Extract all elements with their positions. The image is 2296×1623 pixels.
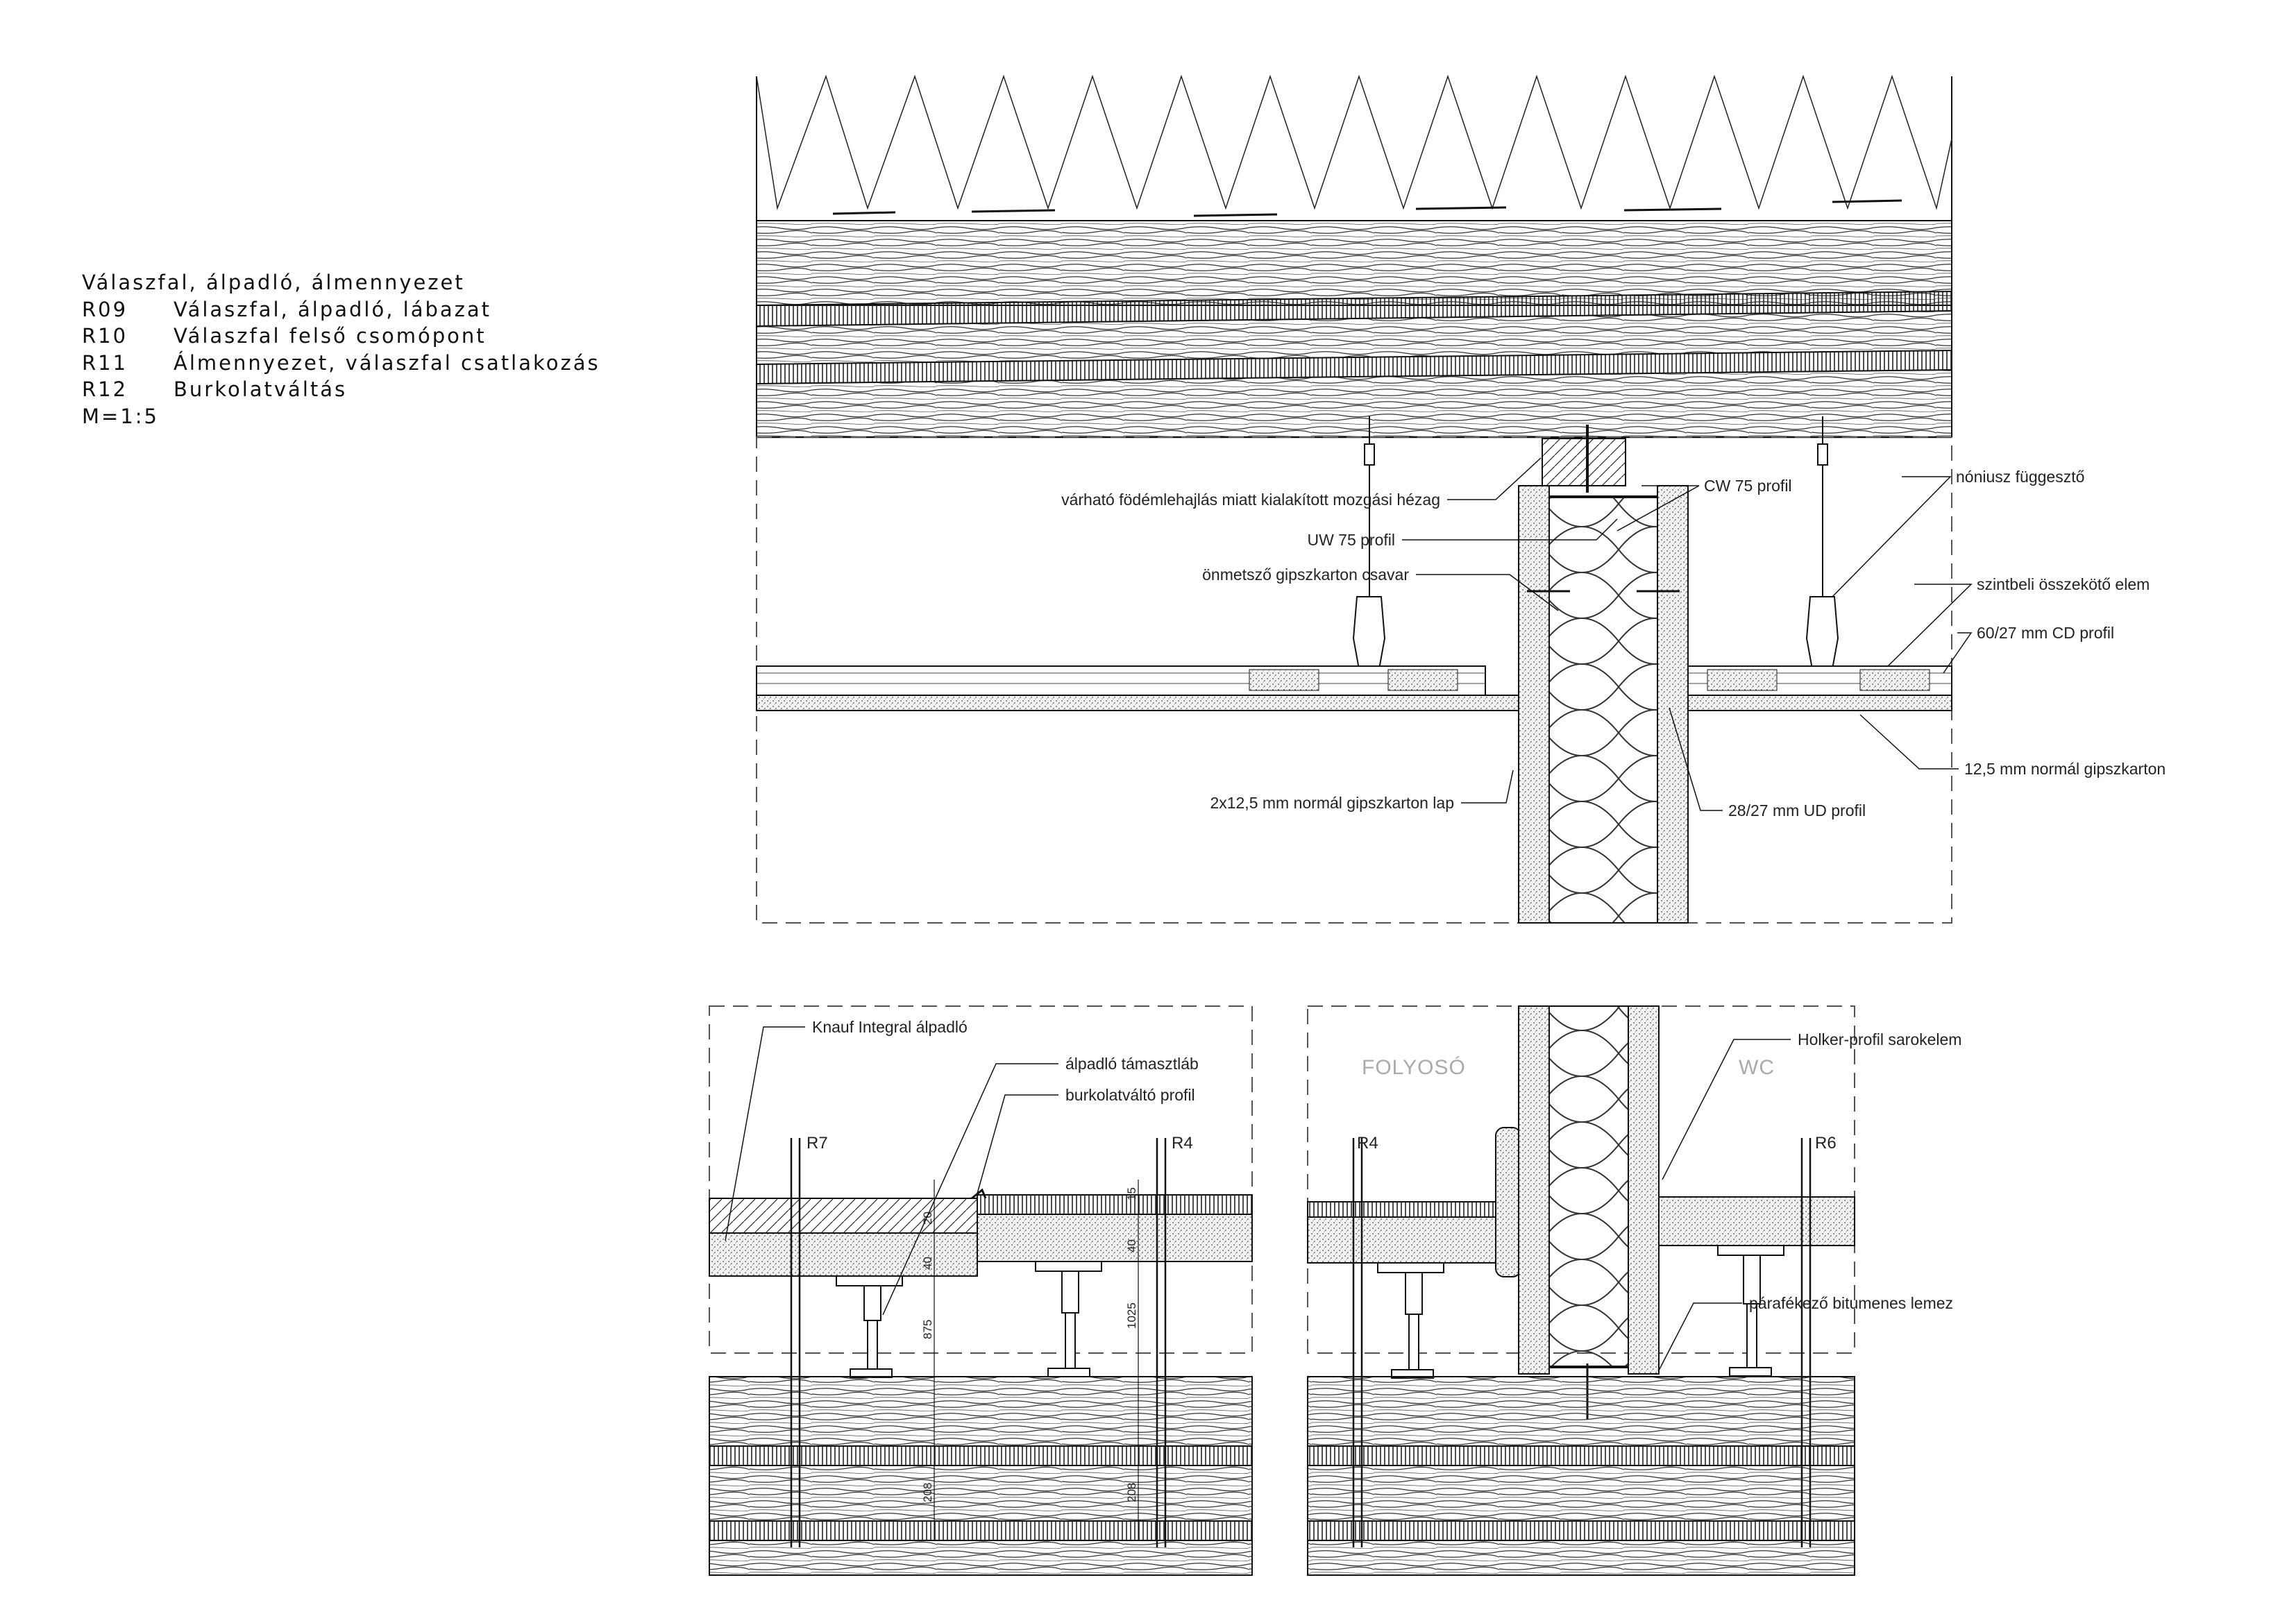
dim-left-top: 20 [921, 1212, 934, 1225]
dim-right-mid: 40 [1125, 1239, 1138, 1252]
label-movement-gap: várható födémlehajlás miatt kialakított … [1061, 491, 1440, 509]
label-transition-profile: burkolatváltó profil [1065, 1086, 1195, 1104]
timber-slab [756, 220, 1952, 439]
axis-r7: R7 [807, 1134, 828, 1153]
label-ud-profile: 28/27 mm UD profil [1728, 801, 1866, 819]
dim-right-top: 15 [1125, 1187, 1138, 1200]
axis-r4-left: R4 [1172, 1134, 1193, 1153]
bottom-left-frame [709, 1005, 1253, 1354]
dim-left-low: 875 [921, 1320, 934, 1339]
partition-wall-top [1518, 425, 1689, 924]
label-screw: önmetsző gipszkarton csavar [1202, 566, 1409, 584]
bottom-right-detail: FOLYOSÓ WC R4 R6 Holker-profil sarokelem… [1307, 1005, 1961, 1576]
dim-left-mid: 40 [921, 1257, 934, 1270]
room-label-wc: WC [1739, 1056, 1775, 1079]
label-floor-system: Knauf Integral álpadló [812, 1018, 968, 1036]
dim-right-low: 1025 [1125, 1302, 1138, 1329]
label-floor-support: álpadló támasztláb [1065, 1055, 1199, 1073]
axis-r6: R6 [1815, 1134, 1837, 1153]
label-hanger: nóniusz függesztő [1956, 468, 2084, 486]
label-connector: szintbeli összekötő elem [1977, 575, 2150, 593]
top-detail: várható födémlehajlás miatt kialakított … [756, 74, 2166, 924]
label-uw-profile: UW 75 profil [1307, 531, 1395, 549]
hanger-left [1335, 416, 1406, 688]
top-leaders [1402, 457, 1973, 811]
suspended-ceiling [756, 665, 1952, 711]
dim-slab-a: 208 [921, 1483, 934, 1502]
label-holker-profile: Holker-profil sarokelem [1798, 1030, 1961, 1048]
label-cw-profile: CW 75 profil [1704, 477, 1792, 495]
legend-scale: M=1:5 [82, 404, 159, 428]
legend-title: Válaszfal, álpadló, álmennyezet [82, 271, 465, 294]
label-cd-profile: 60/27 mm CD profil [1977, 624, 2114, 642]
bottom-left-detail: R7 R4 20 40 875 15 40 1025 208 208 Knauf… [709, 1005, 1253, 1576]
hanger-right [1789, 416, 1859, 688]
room-label-corridor: FOLYOSÓ [1362, 1056, 1466, 1079]
label-gypsum-double: 2x12,5 mm normál gipszkarton lap [1210, 794, 1454, 812]
dim-slab-b: 208 [1125, 1483, 1138, 1502]
label-gypsum-single: 12,5 mm normál gipszkarton [1964, 760, 2166, 778]
label-vapor-barrier: párafékező bitumenes lemez [1749, 1294, 1953, 1312]
axis-r4-right: R4 [1357, 1134, 1378, 1153]
